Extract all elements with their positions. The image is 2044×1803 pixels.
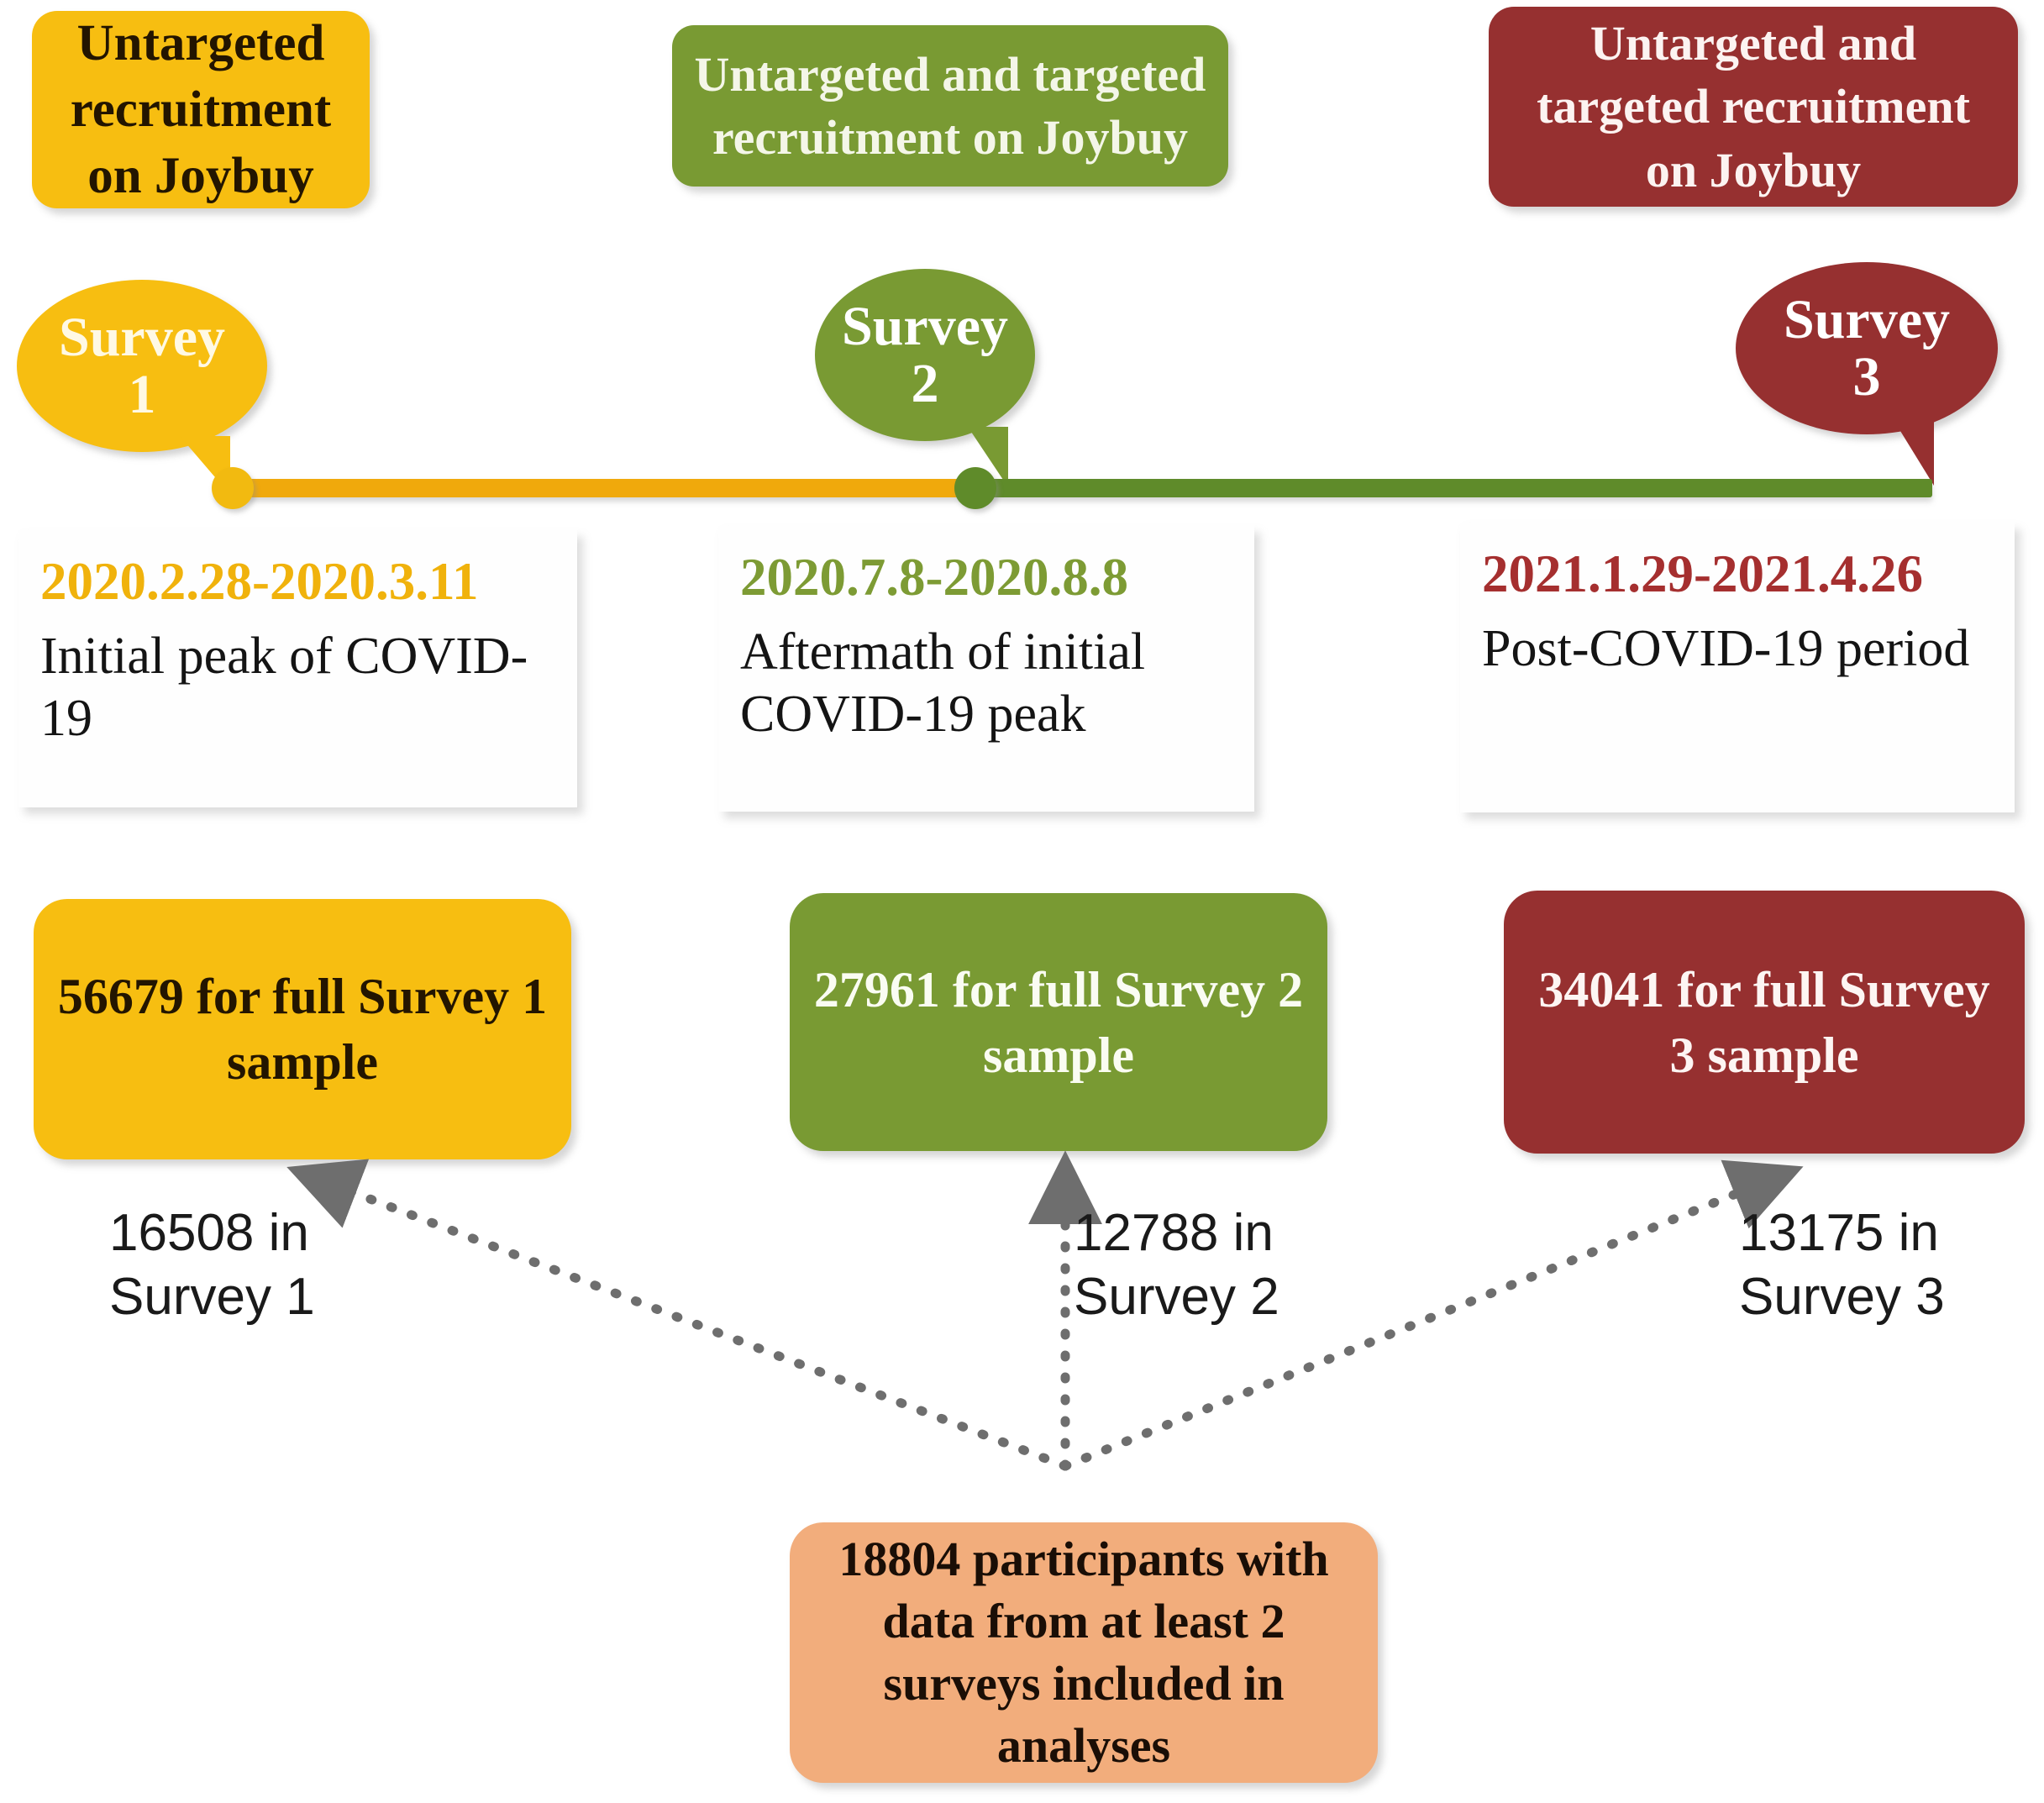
period-date-survey-3: 2021.1.29-2021.4.26 bbox=[1482, 544, 1923, 603]
sample-box-survey-2: 27961 for full Survey 2 sample bbox=[790, 893, 1327, 1151]
period-desc-survey-2: Aftermath of initial COVID-19 peak bbox=[740, 623, 1146, 743]
survey-3-bubble-tail-icon bbox=[1877, 420, 1934, 486]
survey-3-bubble: Survey 3 bbox=[1736, 262, 1998, 486]
arrow-to-survey-1 bbox=[286, 1159, 1070, 1471]
summary-box-included-participants: 18804 participants with data from at lea… bbox=[790, 1522, 1378, 1783]
count-label-survey-1: 16508 in Survey 1 bbox=[109, 1204, 315, 1326]
survey-1-bubble-body: Survey 1 bbox=[17, 280, 267, 452]
sample-box-survey-1: 56679 for full Survey 1 sample bbox=[34, 899, 571, 1159]
recruitment-box-survey-1: Untargeted recruitment on Joybuy bbox=[32, 11, 370, 208]
count-label-survey-3: 13175 in Survey 3 bbox=[1739, 1204, 1945, 1326]
timeline-segment-2 bbox=[975, 479, 1932, 497]
survey-2-bubble-body: Survey 2 bbox=[815, 269, 1035, 441]
period-box-survey-3: 2021.1.29-2021.4.26 Post-COVID-19 period bbox=[1460, 523, 2015, 812]
period-desc-survey-3: Post-COVID-19 period bbox=[1482, 619, 1970, 677]
recruitment-box-survey-3: Untargeted and targeted recruitment on J… bbox=[1489, 7, 2018, 207]
survey-2-bubble: Survey 2 bbox=[815, 269, 1035, 487]
recruitment-box-survey-2: Untargeted and targeted recruitment on J… bbox=[672, 25, 1228, 187]
timeline-marker-survey-1 bbox=[212, 467, 254, 509]
sample-box-survey-3: 34041 for full Survey 3 sample bbox=[1504, 891, 2025, 1154]
period-desc-survey-1: Initial peak of COVID-19 bbox=[40, 627, 528, 747]
survey-1-bubble: Survey 1 bbox=[17, 280, 267, 495]
survey-3-bubble-body: Survey 3 bbox=[1736, 262, 1998, 434]
period-date-survey-1: 2020.2.28-2020.3.11 bbox=[40, 552, 479, 611]
period-date-survey-2: 2020.7.8-2020.8.8 bbox=[740, 548, 1128, 607]
timeline-segment-1 bbox=[215, 479, 978, 497]
period-box-survey-2: 2020.7.8-2020.8.8 Aftermath of initial C… bbox=[718, 526, 1254, 812]
count-label-survey-2: 12788 in Survey 2 bbox=[1074, 1204, 1279, 1326]
period-box-survey-1: 2020.2.28-2020.3.11 Initial peak of COVI… bbox=[18, 530, 577, 807]
timeline-marker-survey-2 bbox=[954, 467, 996, 509]
